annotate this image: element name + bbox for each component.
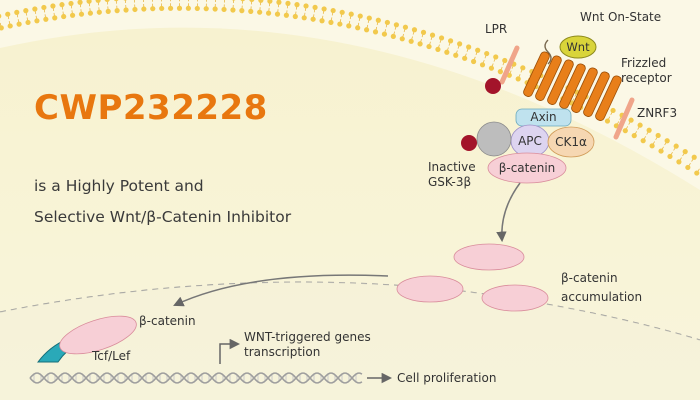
frizzled-label-line-1: Frizzled xyxy=(621,56,667,70)
accumulation-label-line-2: accumulation xyxy=(561,290,643,304)
axin-label: Axin xyxy=(530,110,557,124)
znrf3-protein xyxy=(613,97,635,140)
tcf-lef-label: Tcf/Lef xyxy=(92,349,131,363)
drug-title: CWP232228 xyxy=(34,88,268,128)
inactive-label-line-2: GSK-3β xyxy=(428,175,472,189)
znrf3-label: ZNRF3 xyxy=(637,106,678,120)
gsk3b-protein xyxy=(476,121,512,157)
ck1a-label: CK1α xyxy=(555,135,587,149)
beta-catenin-molecule xyxy=(481,284,549,312)
axin-protein xyxy=(515,108,572,127)
lpr-label: LPR xyxy=(485,22,508,36)
apc-label: APC xyxy=(518,134,542,148)
beta-catenin-bound xyxy=(487,152,567,184)
gsk3b-inhibitor-icon xyxy=(461,135,477,151)
cell-proliferation-label: Cell proliferation xyxy=(397,371,497,385)
subtitle-line-2: Selective Wnt/β-Catenin Inhibitor xyxy=(34,208,292,226)
release-arrow xyxy=(496,182,521,243)
beta-catenin-nuclear xyxy=(59,315,137,355)
transcription-label-line-2: transcription xyxy=(244,345,321,359)
subtitle-line-1: is a Highly Potent and xyxy=(34,177,204,195)
ck1a-protein xyxy=(547,126,595,158)
wnt-ligand xyxy=(559,35,597,59)
beta-catenin-molecule xyxy=(453,243,525,271)
wnt-on-state-label: Wnt On-State xyxy=(580,10,662,24)
dna-helix-icon xyxy=(29,372,363,384)
frizzled-label-line-2: receptor xyxy=(621,71,672,85)
inactive-label-line-1: Inactive xyxy=(428,160,476,174)
wnt-label: Wnt xyxy=(566,40,590,54)
transcription-label-line-1: WNT-triggered genes xyxy=(244,330,371,344)
frizzled-receptor-icon xyxy=(523,39,622,121)
transcription-arrow xyxy=(219,338,241,364)
beta-catenin-complex-label: β-catenin xyxy=(498,161,556,175)
nuclear-beta-catenin-label: β-catenin xyxy=(139,314,196,328)
beta-catenin-molecule xyxy=(396,275,464,303)
nucleus xyxy=(0,282,700,400)
translocation-arrow xyxy=(173,274,389,307)
lpr-ligand-icon xyxy=(485,78,501,94)
lpr-receptor xyxy=(499,45,520,85)
accumulation-label-line-1: β-catenin xyxy=(561,271,618,285)
